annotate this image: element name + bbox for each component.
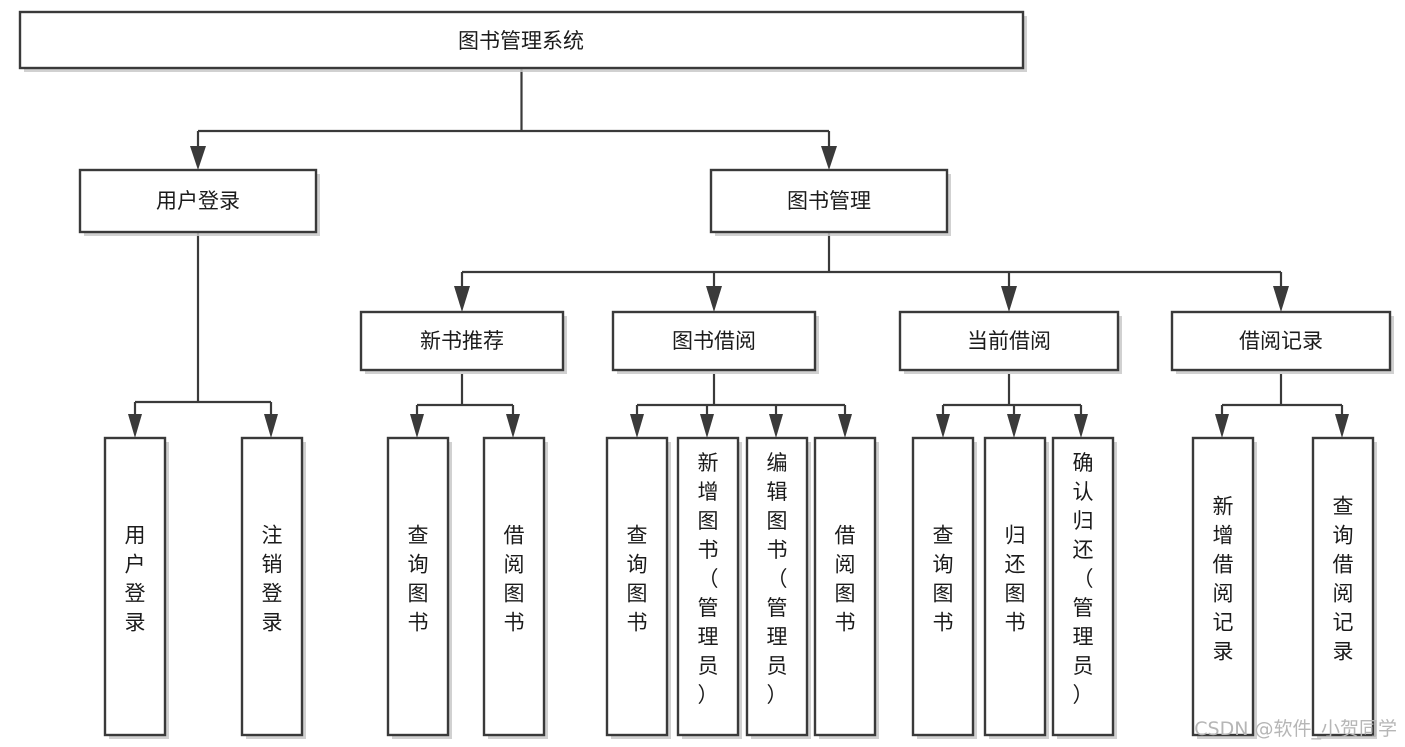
node-borrow-record-label: 借阅记录 (1239, 329, 1323, 353)
node-leaf-logout-box[interactable] (240, 436, 304, 737)
node-root-box[interactable] (18, 10, 1025, 70)
arrow-to-leaf-user-login (128, 414, 142, 438)
node-book-manage-label: 图书管理 (787, 189, 871, 213)
arrow-to-current-borrow (1001, 286, 1017, 312)
node-leaf-add-book[interactable]: 新增图书（管理员） (676, 436, 742, 739)
node-leaf-logout[interactable]: 注销登录 (240, 436, 306, 739)
node-leaf-add-record-box[interactable] (1191, 436, 1255, 737)
node-leaf-user-login[interactable]: 用户登录 (103, 436, 169, 739)
node-leaf-query-record-box[interactable] (1311, 436, 1375, 737)
node-leaf-borrow-book-2-label: 借阅图书 (835, 524, 856, 635)
node-leaf-query-book-1-label: 查询图书 (408, 524, 429, 635)
node-leaf-add-record[interactable]: 新增借阅记录 (1191, 436, 1257, 739)
node-leaf-query-book-3-box[interactable] (911, 436, 975, 737)
csdn-watermark: CSDN @软件_小贺同学 (1194, 718, 1397, 740)
node-current-borrow-label: 当前借阅 (967, 329, 1051, 353)
node-leaf-borrow-book-2-box[interactable] (813, 436, 877, 737)
arrow-to-borrow-record (1273, 286, 1289, 312)
node-borrow-record[interactable]: 借阅记录 (1170, 310, 1394, 374)
node-leaf-edit-book[interactable]: 编辑图书（管理员） (745, 436, 811, 739)
node-leaf-borrow-book-1[interactable]: 借阅图书 (482, 436, 548, 739)
node-root-label: 图书管理系统 (458, 29, 584, 53)
node-leaf-confirm-return[interactable]: 确认归还（管理员） (1051, 436, 1117, 739)
node-leaf-confirm-return-label: 确认归还（管理员） (1073, 451, 1094, 707)
node-user-login-box[interactable] (78, 168, 318, 234)
arrow-to-return-book (1007, 414, 1021, 438)
node-leaf-user-login-label: 用户登录 (125, 524, 146, 635)
node-leaf-query-record[interactable]: 查询借阅记录 (1311, 436, 1377, 739)
node-leaf-query-record-label: 查询借阅记录 (1333, 495, 1354, 664)
node-leaf-return-book-box[interactable] (983, 436, 1047, 737)
arrow-to-add-book (700, 414, 714, 438)
node-current-borrow-box[interactable] (898, 310, 1120, 372)
arrow-to-book-manage (821, 146, 837, 170)
node-leaf-logout-label: 注销登录 (262, 524, 283, 635)
node-borrow-record-box[interactable] (1170, 310, 1392, 372)
node-leaf-edit-book-label: 编辑图书（管理员） (767, 451, 788, 707)
node-book-manage[interactable]: 图书管理 (709, 168, 951, 236)
arrow-to-edit-book (769, 414, 783, 438)
connector-layer (128, 68, 1349, 438)
arrow-to-confirm-return (1074, 414, 1088, 438)
node-leaf-confirm-return-box[interactable] (1051, 436, 1115, 737)
arrow-to-new-book-rec (454, 286, 470, 312)
node-root[interactable]: 图书管理系统 (18, 10, 1027, 72)
arrow-to-borrow-book-2 (838, 414, 852, 438)
node-leaf-edit-book-box[interactable] (745, 436, 809, 737)
node-new-book-rec-box[interactable] (359, 310, 565, 372)
node-leaf-query-book-1[interactable]: 查询图书 (386, 436, 452, 739)
node-leaf-add-record-label: 新增借阅记录 (1213, 495, 1234, 664)
node-leaf-query-book-2-label: 查询图书 (627, 524, 648, 635)
node-leaf-return-book-label: 归还图书 (1005, 524, 1026, 635)
node-leaf-query-book-3[interactable]: 查询图书 (911, 436, 977, 739)
node-leaf-borrow-book-1-box[interactable] (482, 436, 546, 737)
arrow-to-borrow-book-1 (506, 414, 520, 438)
node-current-borrow[interactable]: 当前借阅 (898, 310, 1122, 374)
node-leaf-query-book-2-box[interactable] (605, 436, 669, 737)
node-user-login[interactable]: 用户登录 (78, 168, 320, 236)
arrow-to-query-book-3 (936, 414, 950, 438)
node-leaf-user-login-box[interactable] (103, 436, 167, 737)
arrow-to-add-record (1215, 414, 1229, 438)
node-book-manage-box[interactable] (709, 168, 949, 234)
node-new-book-rec[interactable]: 新书推荐 (359, 310, 567, 374)
node-leaf-query-book-3-label: 查询图书 (933, 524, 954, 635)
node-leaf-borrow-book-1-label: 借阅图书 (504, 524, 525, 635)
node-user-login-label: 用户登录 (156, 189, 240, 213)
arrow-to-query-record (1335, 414, 1349, 438)
arrow-to-book-borrow (706, 286, 722, 312)
node-book-borrow-box[interactable] (611, 310, 817, 372)
node-leaf-add-book-box[interactable] (676, 436, 740, 737)
arrow-to-query-book-1 (410, 414, 424, 438)
node-leaf-return-book[interactable]: 归还图书 (983, 436, 1049, 739)
node-leaf-add-book-label: 新增图书（管理员） (698, 451, 719, 707)
arrow-to-user-login (190, 146, 206, 170)
node-leaf-query-book-1-box[interactable] (386, 436, 450, 737)
node-leaf-borrow-book-2[interactable]: 借阅图书 (813, 436, 879, 739)
node-book-borrow[interactable]: 图书借阅 (611, 310, 819, 374)
arrow-to-query-book-2 (630, 414, 644, 438)
node-leaf-query-book-2[interactable]: 查询图书 (605, 436, 671, 739)
node-book-borrow-label: 图书借阅 (672, 329, 756, 353)
node-new-book-rec-label: 新书推荐 (420, 329, 504, 353)
arrow-to-leaf-logout (264, 414, 278, 438)
